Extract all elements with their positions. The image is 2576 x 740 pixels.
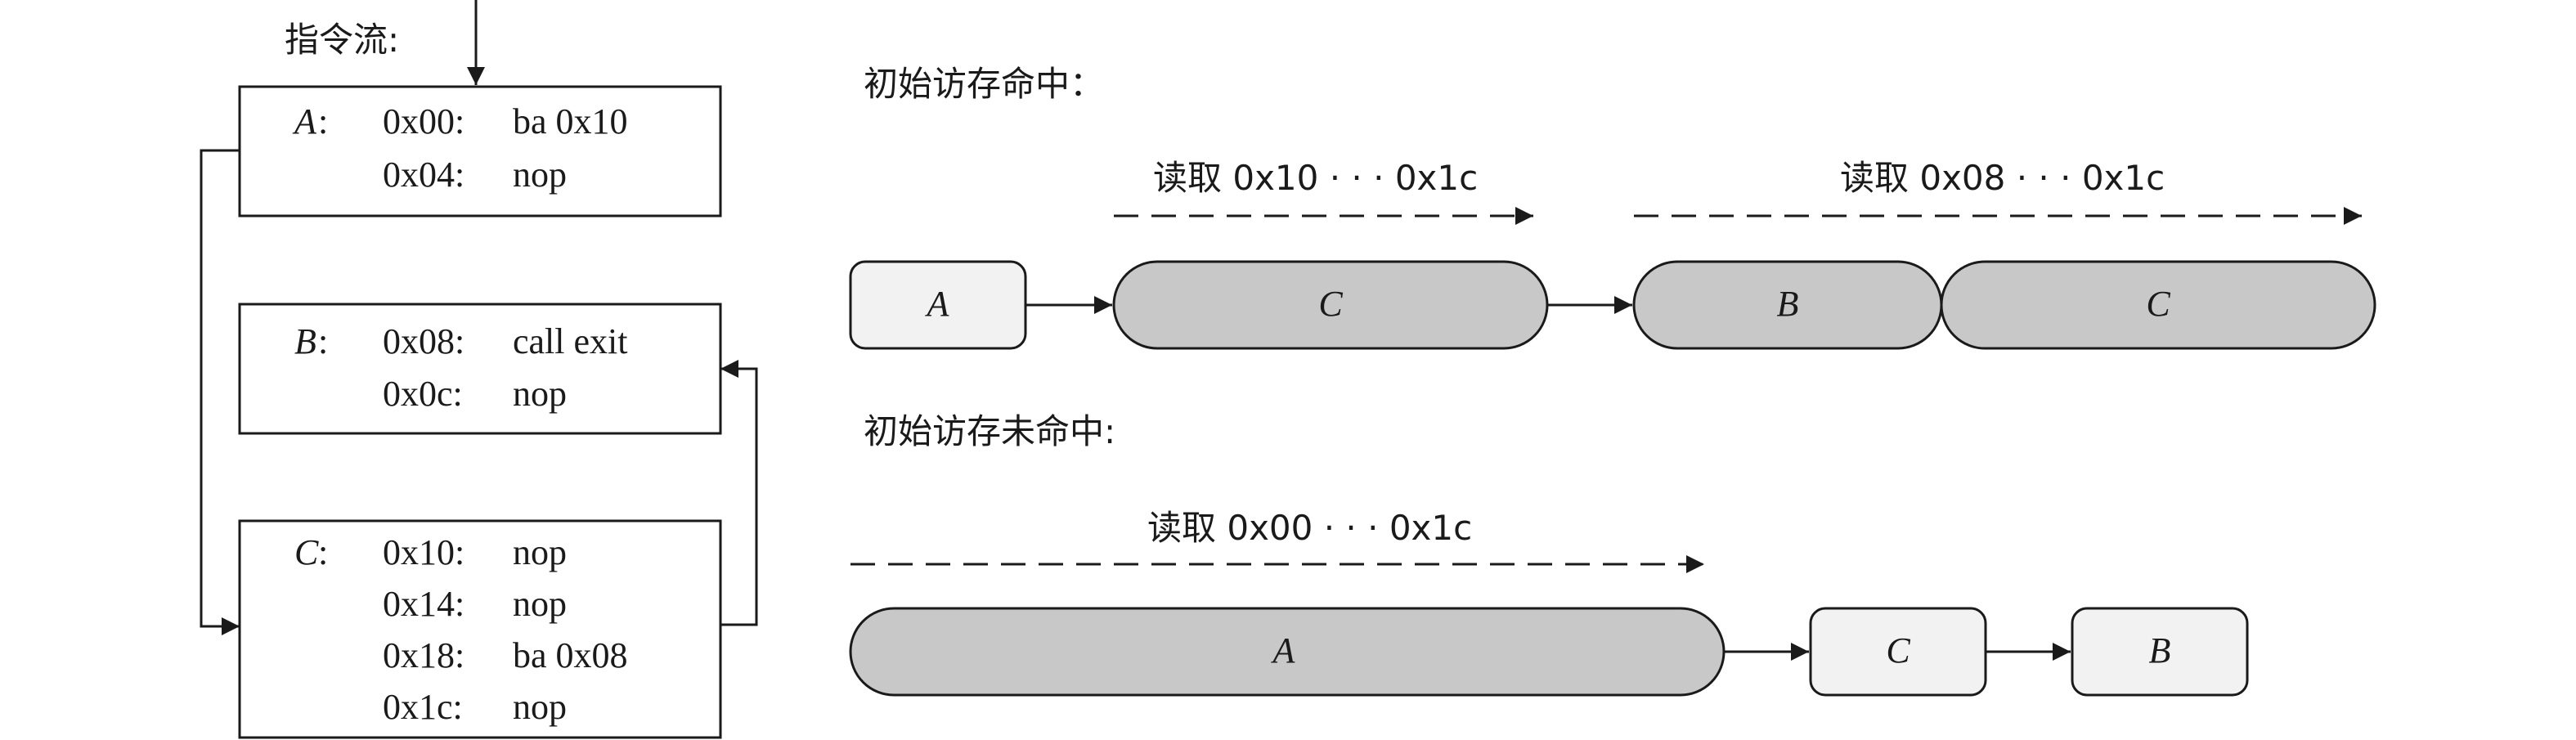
block-b-colon: : <box>318 321 328 361</box>
block-c-addr-0: 0x10: <box>383 532 464 572</box>
hit-title: 初始访存命中： <box>864 64 1104 104</box>
block-b-addr-1: 0x0c: <box>383 374 463 414</box>
hit-read-label-1-text: 读取 0x10 · · · 0x1c <box>1153 158 1478 198</box>
instruction-stream-panel: 指令流: A : 0x00: ba 0x10 0x04: nop B : 0x0… <box>200 0 758 739</box>
block-b-box <box>238 303 722 435</box>
miss-read-label-text: 读取 0x00 · · · 0x1c <box>1147 508 1472 548</box>
block-c-addr-1: 0x14: <box>383 584 464 624</box>
block-b-instr-0: call exit <box>513 321 628 361</box>
miss-node-c-label: C <box>1886 630 1910 670</box>
block-c-instr-3: nop <box>513 687 567 727</box>
block-a-instr-1: nop <box>513 155 567 195</box>
hit-read-label-2-text: 读取 0x08 · · · 0x1c <box>1840 158 2165 198</box>
block-c-box <box>238 519 722 739</box>
block-c-addr-2: 0x18: <box>383 635 464 675</box>
block-b-instr-1: nop <box>513 374 567 414</box>
miss-section: 初始访存未命中: 读取 0x00 · · · 0x1c A C B <box>849 411 2249 697</box>
miss-node-a-label: A <box>1271 630 1296 670</box>
hit-read-label-2: 读取 0x08 · · · 0x1c <box>1840 158 2165 198</box>
block-a-box <box>238 85 722 218</box>
block-a-addr-0: 0x00: <box>383 101 464 141</box>
branch-arrow-a-to-c <box>200 149 240 635</box>
block-a-addr-1: 0x04: <box>383 155 464 195</box>
block-b-addr-0: 0x08: <box>383 321 464 361</box>
block-b-name: B <box>294 321 316 361</box>
block-a-name: A <box>292 101 317 141</box>
hit-read-label-1: 读取 0x10 · · · 0x1c <box>1153 158 1478 198</box>
hit-node-a-label: A <box>925 284 950 324</box>
block-c-name: C <box>294 532 319 572</box>
block-c-colon: : <box>318 532 328 572</box>
hit-node-c-1-label: C <box>1318 284 1343 324</box>
block-c: C : 0x10: nop 0x14: nop 0x18: ba 0x08 0x… <box>238 519 722 739</box>
hit-section: 初始访存命中： 读取 0x10 · · · 0x1c 读取 0x08 · · ·… <box>849 64 2376 350</box>
block-c-instr-1: nop <box>513 584 567 624</box>
block-a: A : 0x00: ba 0x10 0x04: nop <box>238 85 722 218</box>
miss-node-b-label: B <box>2149 630 2171 670</box>
hit-node-b-label: B <box>1777 284 1799 324</box>
block-c-addr-3: 0x1c: <box>383 687 463 727</box>
block-c-instr-2: ba 0x08 <box>513 635 628 675</box>
branch-arrow-c-to-b <box>720 360 758 626</box>
stream-label: 指令流: <box>285 20 399 60</box>
hit-node-c-2 <box>1940 260 2376 350</box>
miss-read-label: 读取 0x00 · · · 0x1c <box>1147 508 1472 548</box>
miss-node-b <box>2071 607 2249 697</box>
block-b: B : 0x08: call exit 0x0c: nop <box>238 303 722 435</box>
miss-title: 初始访存未命中: <box>864 411 1115 451</box>
block-a-colon: : <box>318 101 328 141</box>
hit-node-c-2-label: C <box>2146 284 2170 324</box>
block-a-instr-0: ba 0x10 <box>513 101 628 141</box>
block-c-instr-0: nop <box>513 532 567 572</box>
